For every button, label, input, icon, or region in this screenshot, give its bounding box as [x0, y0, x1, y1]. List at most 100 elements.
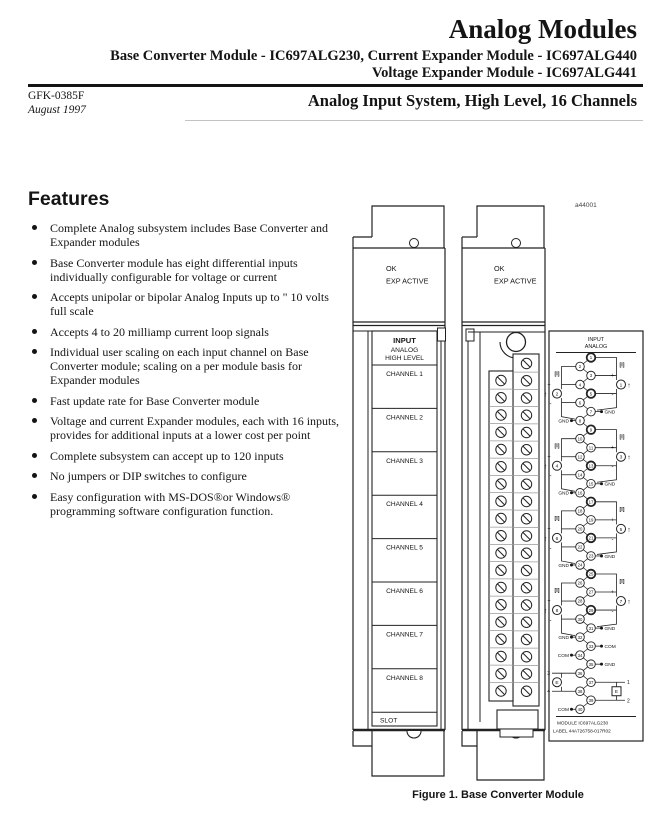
svg-text:19: 19 — [589, 518, 594, 523]
feature-text: Accepts 4 to 20 milliamp current loop si… — [50, 324, 269, 339]
svg-text:↑: ↑ — [627, 527, 631, 534]
svg-text:HIGH LEVEL: HIGH LEVEL — [385, 355, 424, 362]
svg-text:40: 40 — [578, 707, 583, 712]
svg-text:16: 16 — [578, 491, 583, 496]
svg-text:4: 4 — [547, 689, 550, 695]
svg-text:27: 27 — [589, 590, 594, 595]
bullet-icon — [32, 294, 37, 299]
channel-node — [616, 523, 626, 534]
feature-text: Complete Analog subsystem includes Base … — [50, 221, 328, 249]
svg-text:25: 25 — [589, 572, 594, 577]
svg-text:32: 32 — [578, 635, 583, 640]
bullet-icon — [32, 473, 37, 478]
terminal-circle — [585, 460, 597, 471]
channel-label: CHANNEL 2 — [386, 414, 423, 421]
svg-text:1: 1 — [620, 382, 623, 388]
terminal-circle — [586, 479, 596, 489]
svg-text:[I]: [I] — [620, 507, 625, 513]
svg-text:33: 33 — [589, 644, 594, 649]
feature-text: Base Converter module has eight differen… — [50, 255, 298, 284]
terminal-circle — [575, 704, 585, 715]
svg-text:-: - — [612, 609, 614, 615]
svg-text:+: + — [611, 373, 614, 379]
bullet-icon — [32, 259, 37, 265]
drawing-number: a44001 — [575, 202, 597, 209]
svg-text:-: - — [612, 537, 614, 543]
terminal-annotation: GND — [605, 626, 616, 632]
terminal-annotation: GND — [605, 554, 616, 560]
terminal-circle — [585, 568, 597, 580]
svg-text:[I]: [I] — [620, 363, 625, 369]
svg-text:4: 4 — [579, 382, 582, 387]
terminal-annotation: GND — [558, 419, 569, 425]
svg-text:-: - — [612, 465, 614, 471]
svg-text:7: 7 — [620, 599, 623, 605]
feature-text: Easy configuration with MS-DOS®or Window… — [50, 489, 291, 518]
svg-text:1: 1 — [627, 680, 630, 686]
svg-text:[I]: [I] — [555, 372, 560, 378]
terminal-circle — [575, 397, 585, 408]
svg-text:↑: ↑ — [544, 608, 548, 615]
terminal-circle — [586, 677, 596, 687]
svg-text:8: 8 — [579, 418, 582, 423]
svg-text:2: 2 — [556, 391, 559, 397]
svg-text:OK: OK — [494, 264, 505, 273]
svg-text:-: - — [550, 546, 552, 552]
terminal-circle — [575, 560, 585, 570]
terminal-circle — [586, 406, 596, 417]
bullet-icon — [32, 493, 37, 499]
terminal-circle — [575, 488, 585, 498]
page-subtitle: Base Converter Module - IC697ALG230, Cur… — [110, 48, 637, 82]
svg-text:[I]: [I] — [555, 444, 560, 450]
feature-text: Complete subsystem can accept up to 120 … — [50, 448, 284, 463]
svg-text:31: 31 — [589, 626, 594, 631]
section-title: Analog Input System, High Level, 16 Chan… — [307, 91, 637, 110]
svg-text:22: 22 — [578, 545, 583, 550]
svg-text:↑: ↑ — [544, 536, 548, 543]
subtitle-line-1: Base Converter Module - IC697ALG230, Cur… — [110, 48, 637, 64]
svg-text:23: 23 — [589, 554, 594, 559]
svg-text:34: 34 — [578, 653, 583, 658]
svg-text:10: 10 — [578, 436, 583, 441]
bullet-icon — [32, 418, 37, 423]
terminal-circle — [575, 451, 585, 462]
svg-text:2: 2 — [579, 364, 582, 369]
svg-text:26: 26 — [578, 581, 583, 586]
svg-text:30: 30 — [578, 617, 583, 622]
channel-label: CHANNEL 5 — [386, 545, 423, 552]
svg-text:EXP ACTIVE: EXP ACTIVE — [386, 277, 429, 286]
doc-id-block: GFK-0385F August 1997 — [28, 90, 86, 117]
svg-text:12: 12 — [578, 454, 583, 459]
terminal-annotation: GND — [605, 482, 616, 488]
channel-node — [552, 532, 562, 543]
terminal-circle — [586, 370, 596, 381]
feature-item: Easy configuration with MS-DOS®or Window… — [28, 490, 340, 518]
svg-text:-: - — [612, 393, 614, 399]
terminal-circle — [575, 578, 585, 588]
svg-text:3: 3 — [620, 455, 623, 461]
channel-node — [616, 596, 626, 607]
svg-text:15: 15 — [589, 481, 594, 486]
channel-label: CHANNEL 8 — [386, 675, 423, 682]
terminal-circle — [575, 470, 585, 480]
terminal-circle — [585, 604, 597, 616]
terminal-annotation: COM — [558, 707, 569, 713]
channel-label: CHANNEL 6 — [386, 588, 423, 595]
svg-text:[I]: [I] — [555, 516, 560, 522]
terminal-circle — [585, 388, 597, 399]
feature-item: Base Converter module has eight differen… — [28, 256, 340, 284]
terminal-annotation: COM — [605, 644, 616, 650]
terminal-circle — [575, 506, 585, 516]
header-rule — [28, 84, 643, 87]
feature-item: Complete Analog subsystem includes Base … — [28, 221, 340, 249]
feature-item: Fast update rate for Base Converter modu… — [28, 394, 340, 408]
svg-text:INPUT: INPUT — [393, 336, 416, 345]
svg-text:5: 5 — [620, 527, 623, 533]
svg-text:E: E — [555, 680, 558, 686]
svg-text:+: + — [611, 517, 614, 523]
svg-text:+: + — [611, 445, 614, 451]
terminal-circle — [575, 650, 585, 660]
svg-text:13: 13 — [589, 463, 594, 468]
